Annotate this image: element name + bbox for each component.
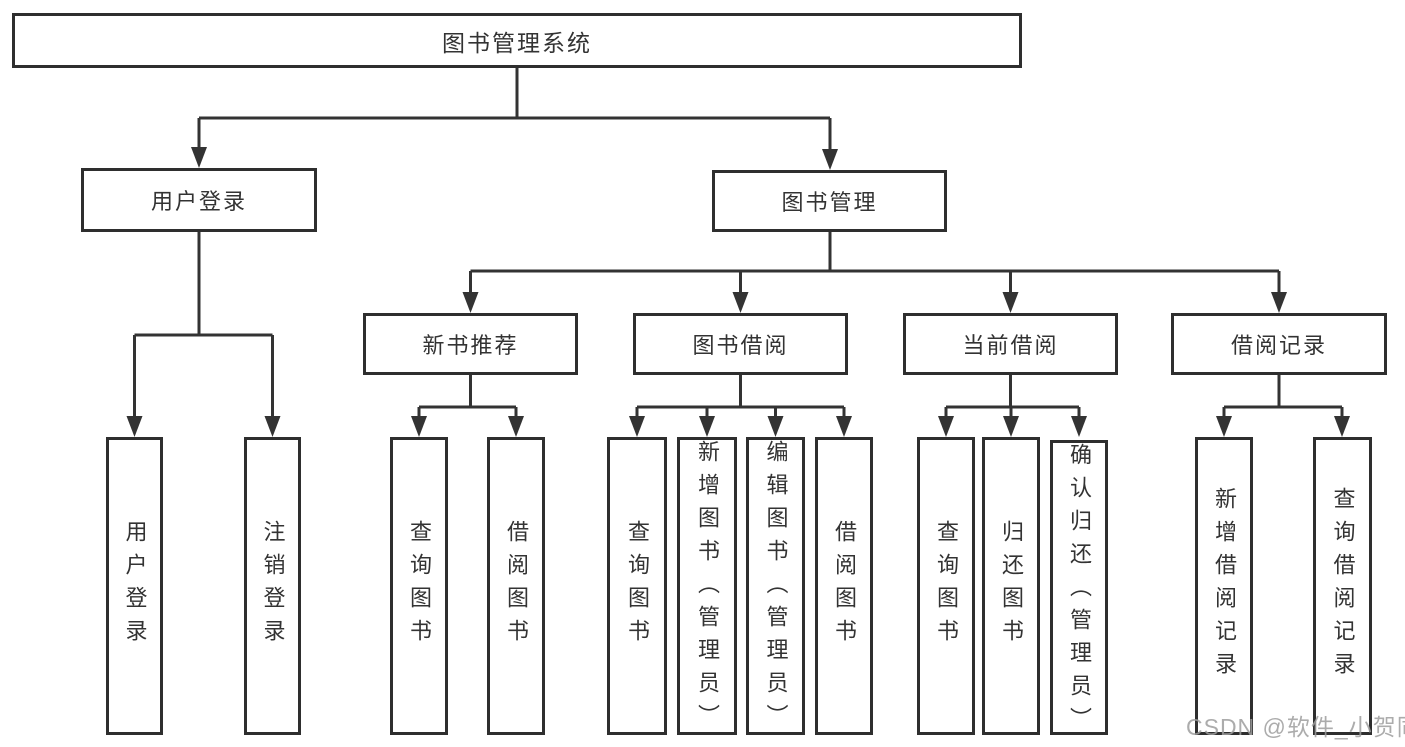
node-user-login-branch: 用户登录 [81, 168, 317, 232]
leaf-add-books-admin-label: 新增图书（管理员） [695, 440, 720, 737]
leaf-logout: 注销登录 [244, 437, 301, 735]
leaf-current-query-books-label: 查询图书 [934, 520, 959, 652]
leaf-confirm-return-admin-label: 确认归还（管理员） [1067, 443, 1092, 740]
leaf-recommend-borrow-books: 借阅图书 [487, 437, 545, 735]
node-root: 图书管理系统 [12, 13, 1022, 68]
node-current-borrowing: 当前借阅 [903, 313, 1118, 375]
node-new-book-recommendation: 新书推荐 [363, 313, 578, 375]
leaf-query-borrow-record: 查询借阅记录 [1313, 437, 1372, 735]
node-current-borrowing-label: 当前借阅 [962, 333, 1059, 358]
leaf-return-books: 归还图书 [982, 437, 1040, 735]
node-borrowing-records-label: 借阅记录 [1230, 333, 1327, 358]
leaf-recommend-query-books-label: 查询图书 [407, 520, 432, 652]
leaf-logout-label: 注销登录 [260, 520, 286, 652]
leaf-borrowing-borrow-books-label: 借阅图书 [832, 520, 857, 652]
leaf-user-login-label: 用户登录 [122, 520, 148, 652]
node-user-login-branch-label: 用户登录 [150, 189, 247, 214]
leaf-recommend-query-books: 查询图书 [390, 437, 448, 735]
leaf-user-login: 用户登录 [106, 437, 163, 735]
leaf-add-borrow-record-label: 新增借阅记录 [1212, 487, 1237, 685]
leaf-current-query-books: 查询图书 [917, 437, 975, 735]
node-borrowing-records: 借阅记录 [1171, 313, 1387, 375]
csdn-watermark: CSDN @软件_小贺同学 [1186, 714, 1405, 740]
node-book-management: 图书管理 [712, 170, 947, 232]
leaf-edit-books-admin: 编辑图书（管理员） [746, 437, 805, 737]
leaf-edit-books-admin-label: 编辑图书（管理员） [763, 440, 789, 737]
connector-path [133, 68, 1344, 421]
leaf-return-books-label: 归还图书 [999, 520, 1024, 652]
leaf-recommend-borrow-books-label: 借阅图书 [504, 520, 529, 652]
node-new-book-recommendation-label: 新书推荐 [422, 333, 519, 358]
arrowheads [126, 147, 1350, 437]
leaf-add-books-admin: 新增图书（管理员） [677, 437, 737, 737]
node-root-label: 图书管理系统 [442, 29, 592, 56]
leaf-borrowing-borrow-books: 借阅图书 [815, 437, 873, 735]
node-book-borrowing-label: 图书借阅 [692, 333, 789, 358]
leaf-borrowing-query-books: 查询图书 [607, 437, 667, 735]
node-book-management-label: 图书管理 [781, 190, 878, 215]
node-book-borrowing: 图书借阅 [633, 313, 848, 375]
leaf-query-borrow-record-label: 查询借阅记录 [1330, 487, 1356, 685]
leaf-confirm-return-admin: 确认归还（管理员） [1050, 440, 1108, 740]
leaf-borrowing-query-books-label: 查询图书 [625, 520, 650, 652]
leaf-add-borrow-record: 新增借阅记录 [1195, 437, 1253, 735]
